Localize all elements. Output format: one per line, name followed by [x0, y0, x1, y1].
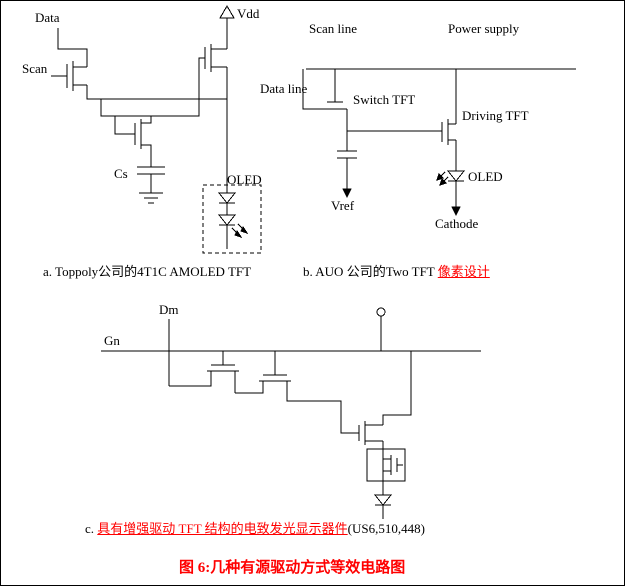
- storage-capacitor-symbol: [137, 166, 165, 175]
- caption-c-suffix: (US6,510,448): [347, 521, 425, 536]
- caption-c-highlight: 具有增强驱动 TFT 结构的电致发光显示器件: [97, 521, 348, 536]
- oled-diode-symbol: [436, 170, 466, 186]
- dm-label: Dm: [159, 302, 179, 317]
- scan-line-label: Scan line: [309, 21, 358, 36]
- gn-label: Gn: [104, 333, 120, 348]
- tft-3-symbol: [358, 421, 383, 445]
- terminal-circle: [376, 307, 386, 317]
- caption-c: c. 具有增强驱动 TFT 结构的电致发光显示器件(US6,510,448): [85, 521, 425, 537]
- top-route-wire: [382, 351, 412, 425]
- oled-label-b: OLED: [468, 169, 503, 184]
- tft-2-symbol: [235, 351, 359, 434]
- storage-capacitor-symbol-b: [337, 150, 357, 159]
- tft-1-symbol: [169, 351, 239, 393]
- ground-symbol: [139, 192, 163, 204]
- drive-tft-symbol: [204, 44, 227, 72]
- scan-label: Scan: [22, 61, 48, 76]
- oled-label-a: OLED: [227, 172, 262, 187]
- switch-tft-symbol: [66, 61, 87, 91]
- data-line-label: Data line: [260, 81, 308, 96]
- enhancement-box: [366, 448, 406, 482]
- vdd-triangle-icon: [219, 5, 235, 19]
- cathode-arrowhead: [451, 206, 461, 217]
- caption-a: a. Toppoly公司的4T1C AMOLED TFT: [43, 264, 252, 279]
- compensation-tft-symbol: [114, 116, 152, 167]
- circuit-a: [51, 5, 262, 254]
- switch-tft-symbol-b: [323, 69, 347, 110]
- caption-b: b. AUO 公司的Two TFT 像素设计: [303, 264, 490, 280]
- data-line-wire: [302, 69, 323, 110]
- gate-wire: [100, 57, 205, 117]
- circuit-c: [101, 307, 481, 519]
- el-diode-symbol: [373, 494, 393, 519]
- cathode-label: Cathode: [435, 216, 479, 231]
- driving-tft-label: Driving TFT: [462, 108, 529, 123]
- data-label: Data: [35, 10, 60, 25]
- data-wire: [57, 28, 88, 67]
- switch-tft-label: Switch TFT: [353, 92, 416, 107]
- caption-b-prefix: b. AUO 公司的Two TFT: [303, 264, 438, 279]
- vref-arrowhead: [342, 188, 352, 199]
- figure-caption: 图 6:几种有源驱动方式等效电路图: [179, 560, 406, 576]
- oled-stack-symbol: [217, 192, 249, 249]
- caption-c-prefix: c.: [85, 521, 98, 536]
- vref-label: Vref: [331, 198, 355, 213]
- circuit-b: [302, 68, 576, 217]
- driving-tft-symbol: [441, 119, 456, 145]
- oled-dashed-box: [202, 184, 262, 254]
- power-supply-label: Power supply: [448, 21, 520, 36]
- caption-b-highlight: 像素设计: [437, 264, 490, 279]
- vdd-label: Vdd: [237, 6, 260, 21]
- enhancement-tft-symbol: [383, 455, 403, 475]
- node-wire: [86, 85, 227, 100]
- cs-label: Cs: [114, 166, 128, 181]
